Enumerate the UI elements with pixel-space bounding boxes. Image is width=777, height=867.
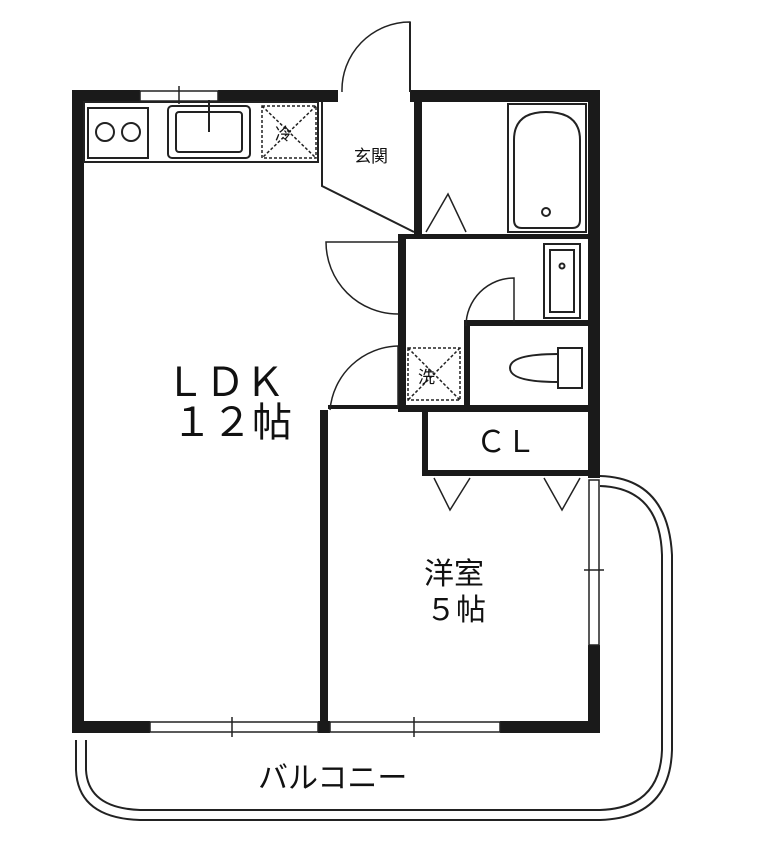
ldk-name-label: ＬＤＫ [165, 360, 285, 406]
interior-walls [320, 100, 588, 722]
washer-label: 洗 [418, 368, 435, 388]
stove [87, 107, 149, 159]
closet-door-right [543, 477, 581, 512]
western-room-name-label: 洋室 [424, 557, 484, 592]
kitchen-counter [83, 100, 319, 163]
fridge-label: 冷 [275, 125, 292, 145]
western-room-size-label: ５帖 [426, 593, 486, 628]
entrance-door-swing [341, 21, 411, 93]
toilet [465, 277, 583, 389]
closet-door-left [433, 477, 471, 512]
bedroom-door-swing [329, 345, 399, 411]
washbasin [543, 243, 581, 319]
bathtub [425, 103, 587, 233]
closet-label: ＣＬ [476, 425, 536, 460]
washer-space [407, 347, 461, 401]
entrance [321, 21, 415, 233]
outer-walls [72, 90, 600, 733]
balcony [75, 475, 673, 821]
burner-right-icon [121, 122, 141, 142]
door-swings [325, 241, 581, 512]
entrance-label: 玄関 [354, 147, 388, 167]
hall-door-swing [325, 241, 399, 315]
windows [139, 86, 604, 737]
fridge-space [261, 105, 317, 159]
balcony-label: バルコニー [258, 761, 407, 796]
burner-left-icon [95, 122, 115, 142]
ldk-size-label: １２帖 [172, 400, 292, 446]
